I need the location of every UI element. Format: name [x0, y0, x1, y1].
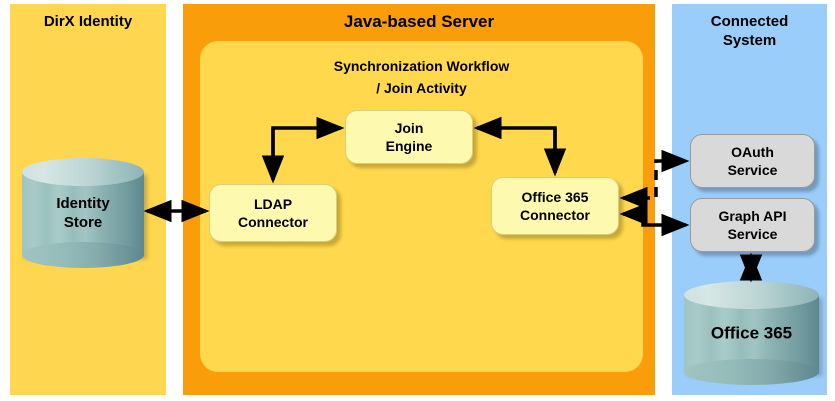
identity-store-label-line2: Store	[63, 214, 103, 231]
identity-store-cylinder: Identity Store	[22, 158, 144, 268]
panel-connected-title: Connected System	[672, 12, 827, 50]
ldap-connector-label: LDAP Connector	[238, 195, 308, 231]
panel-connected-title-line1: Connected	[710, 13, 789, 30]
graph-api-service-label-line2: Service	[727, 226, 778, 242]
graph-api-service-label-line1: Graph API	[718, 208, 787, 224]
office-365-connector-label-line2: Connector	[520, 207, 590, 223]
oauth-service-node[interactable]: OAuth Service	[690, 134, 815, 188]
identity-store-label-line1: Identity	[56, 195, 110, 212]
cylinder-top	[22, 158, 144, 186]
workflow-title-line1: Synchronization Workflow	[333, 58, 510, 74]
office-365-connector-label: Office 365 Connector	[520, 188, 590, 224]
panel-java-title: Java-based Server	[343, 12, 495, 31]
join-engine-node[interactable]: Join Engine	[345, 110, 473, 164]
panel-connected-title-line2: System	[722, 32, 777, 49]
join-engine-label-line2: Engine	[385, 138, 433, 154]
office-365-connector-node[interactable]: Office 365 Connector	[491, 177, 619, 235]
workflow-title: Synchronization Workflow / Join Activity	[200, 55, 643, 99]
join-engine-label-line1: Join	[394, 120, 424, 136]
panel-dirx-title: DirX Identity	[43, 13, 133, 30]
oauth-service-label: OAuth Service	[728, 143, 778, 179]
office-365-connector-label-line1: Office 365	[521, 189, 589, 205]
office-365-store-cylinder: Office 365	[684, 281, 819, 385]
oauth-service-label-line2: Service	[727, 162, 778, 178]
oauth-service-label-line1: OAuth	[731, 144, 774, 160]
graph-api-service-label: Graph API Service	[719, 207, 787, 243]
ldap-connector-node[interactable]: LDAP Connector	[209, 184, 337, 242]
graph-api-service-node[interactable]: Graph API Service	[690, 198, 815, 252]
identity-store-label: Identity Store	[22, 194, 144, 232]
cylinder-top	[684, 281, 819, 309]
ldap-connector-label-line1: LDAP	[253, 196, 293, 212]
join-engine-label: Join Engine	[386, 119, 433, 155]
ldap-connector-label-line2: Connector	[238, 214, 308, 230]
cylinder-bottom	[22, 242, 144, 268]
office-365-store-label: Office 365	[710, 323, 793, 343]
workflow-title-line2: / Join Activity	[376, 80, 467, 96]
cylinder-bottom	[684, 359, 819, 385]
